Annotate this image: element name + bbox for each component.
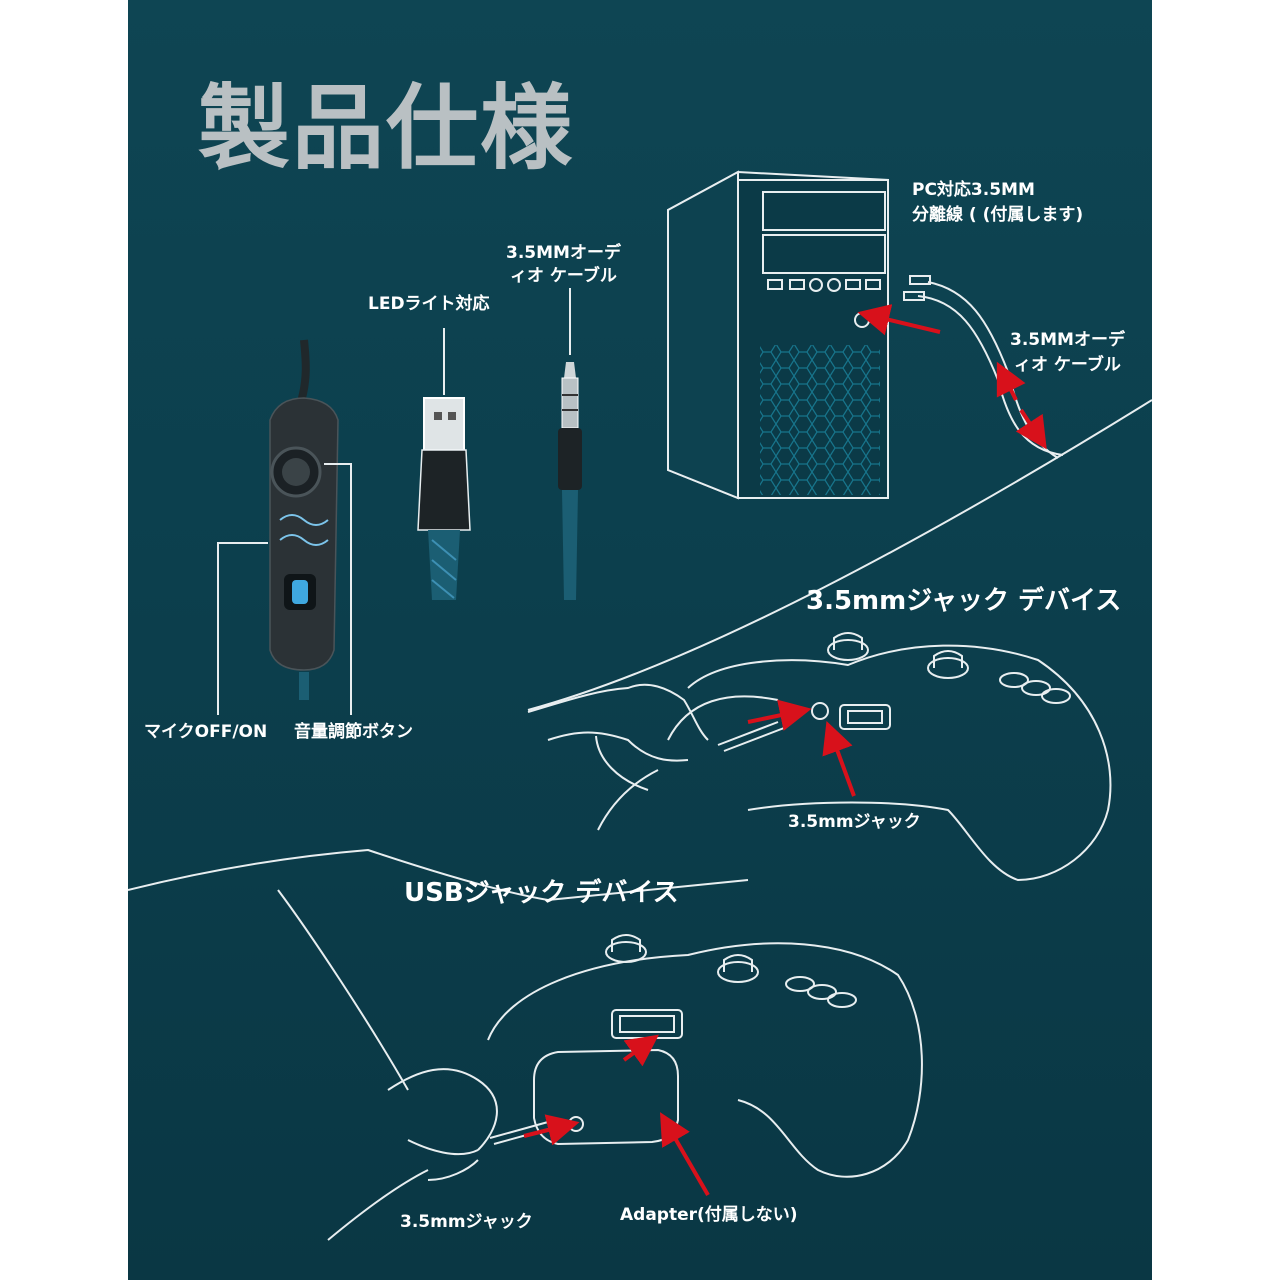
audio-cable-b-label-1: 3.5MMオーデ xyxy=(1010,330,1125,350)
controller-35mm xyxy=(527,632,1112,882)
divider-line-bottom xyxy=(128,848,749,902)
audio-cable-label-1: 3.5MMオーデ xyxy=(506,243,621,263)
audio-plug xyxy=(558,288,582,600)
jack-label-2: 3.5mmジャック xyxy=(400,1212,533,1232)
mic-toggle-label: マイクOFF/ON xyxy=(144,722,268,742)
spec-panel: 製品仕様 LEDライト対応 3.5MMオーデ ィオ ケーブル PC対応3.5MM… xyxy=(128,0,1152,1280)
inline-control-callouts xyxy=(217,463,352,715)
divider-line-top xyxy=(527,399,1152,711)
pc-split-label-1: PC対応3.5MM xyxy=(912,180,1035,200)
page-title: 製品仕様 xyxy=(198,75,575,182)
audio-cable-label-2: ィオ ケーブル xyxy=(510,266,617,286)
audio-cable-b-label-2: ィオ ケーブル xyxy=(1014,355,1121,375)
controller-usb xyxy=(277,889,923,1241)
usb-plug xyxy=(417,328,471,600)
adapter-label: Adapter(付属しない) xyxy=(620,1205,798,1225)
controller-usb-arrows xyxy=(523,1034,710,1197)
volume-label: 音量調節ボタン xyxy=(294,722,413,742)
jack-device-heading: 3.5mmジャック デバイス xyxy=(806,586,1122,616)
pc-split-label-2: 分離線 ( (付属します) xyxy=(912,205,1084,225)
led-label: LEDライト対応 xyxy=(368,294,490,314)
jack-label: 3.5mmジャック xyxy=(788,812,921,832)
controller-35mm-arrows xyxy=(747,699,856,797)
inline-control xyxy=(269,339,339,700)
pc-tower xyxy=(667,170,889,500)
pc-arrows xyxy=(857,304,1047,450)
usb-device-heading: USBジャック デバイス xyxy=(404,878,679,908)
illustration xyxy=(128,170,1152,1241)
